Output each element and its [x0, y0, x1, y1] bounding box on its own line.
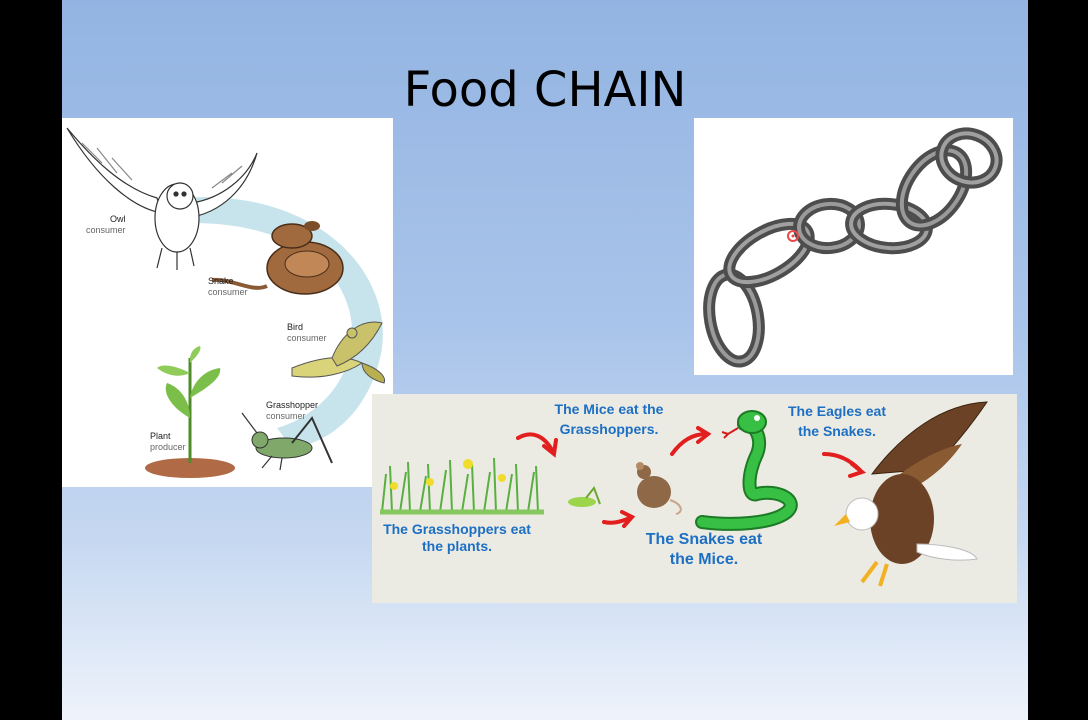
dandelion-flowers	[390, 459, 506, 490]
snakes-caption: The Snakes eat the Mice.	[645, 531, 763, 568]
snake-drawing	[211, 221, 344, 295]
grasshopper-name: Grasshopper	[266, 400, 319, 410]
owl-label: Owl consumer	[86, 214, 126, 236]
bird-label: Bird consumer	[287, 322, 327, 344]
snake-name: Snake	[208, 276, 234, 286]
mouse-drawing	[636, 462, 682, 515]
cursor-marker	[787, 230, 799, 242]
cursor-dot	[791, 234, 795, 238]
grasshopper-drawing	[241, 412, 333, 471]
eagles-caption: The Eagles eat the Snakes.	[787, 403, 887, 439]
food-chain-illustration	[380, 401, 988, 587]
food-cycle-diagram: Owl consumer Snake consumer Bird consume…	[62, 118, 393, 487]
bird-drawing	[291, 321, 386, 384]
owl-name: Owl	[110, 214, 126, 224]
plant-name: Plant	[150, 431, 171, 441]
chain-photo	[694, 118, 1013, 375]
bird-role: consumer	[287, 333, 327, 343]
plant-drawing	[145, 346, 235, 478]
snake-role: consumer	[208, 287, 248, 297]
grasshoppers-caption: The Grasshoppers eat the plants.	[383, 521, 531, 554]
slide: Food CHAIN	[62, 0, 1028, 720]
bird-name: Bird	[287, 322, 304, 332]
grass-drawing	[380, 457, 544, 515]
food-cycle-illustration	[66, 127, 386, 478]
arrow-to-mouse	[602, 516, 632, 525]
food-chain-strip: The Grasshoppers eat the plants. The Mic…	[372, 394, 1017, 603]
green-snake-drawing	[695, 410, 798, 531]
small-grasshopper-drawing	[568, 486, 601, 507]
chain-illustration	[703, 127, 1003, 368]
grasshopper-role: consumer	[266, 411, 306, 421]
plant-role: producer	[150, 442, 186, 452]
owl-role: consumer	[86, 225, 126, 235]
slide-title: Food CHAIN	[403, 62, 687, 118]
eagle-drawing	[834, 401, 988, 587]
mice-caption: The Mice eat the Grasshoppers.	[554, 401, 664, 437]
arrow-to-mice-caption	[516, 432, 554, 452]
grasshopper-label: Grasshopper consumer	[266, 400, 318, 422]
chain-links	[703, 127, 1003, 368]
owl-drawing	[66, 127, 258, 270]
red-arrows	[516, 426, 867, 528]
plant-label: Plant producer	[150, 431, 186, 453]
snake-label: Snake consumer	[208, 276, 248, 298]
arrow-to-snake	[670, 432, 708, 456]
